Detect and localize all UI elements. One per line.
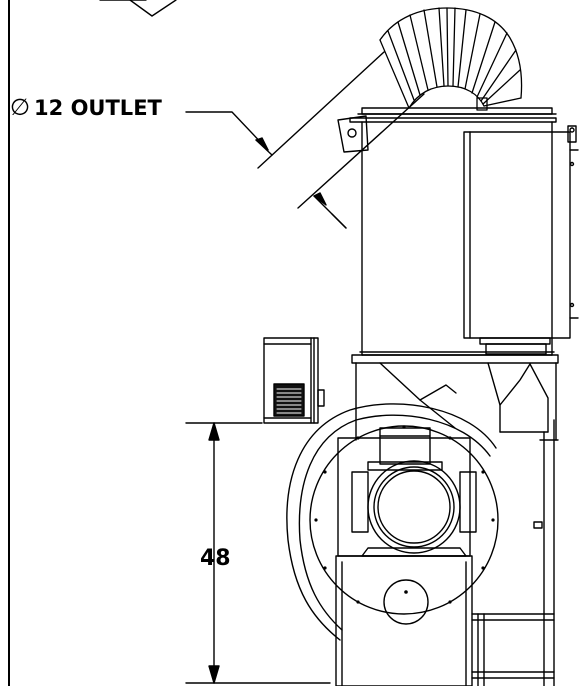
partial-box-top-left bbox=[100, 0, 176, 16]
control-panel bbox=[464, 126, 578, 354]
outlet-callout-text: 12 OUTLET bbox=[34, 96, 162, 120]
outlet-elbow bbox=[380, 8, 522, 110]
outlet-dimension-leader bbox=[186, 52, 424, 228]
main-housing bbox=[338, 108, 556, 355]
side-enclosure bbox=[264, 338, 324, 423]
base-box bbox=[336, 556, 554, 686]
height-dimension bbox=[186, 423, 330, 683]
diameter-symbol: ∅ bbox=[10, 95, 31, 121]
motor bbox=[338, 428, 476, 556]
outlet-callout: ∅12 OUTLET bbox=[10, 97, 162, 120]
blower-housing bbox=[287, 404, 498, 640]
hopper-transition bbox=[352, 355, 558, 686]
height-dimension-label: 48 bbox=[200, 546, 231, 571]
base-access-port bbox=[384, 580, 428, 624]
